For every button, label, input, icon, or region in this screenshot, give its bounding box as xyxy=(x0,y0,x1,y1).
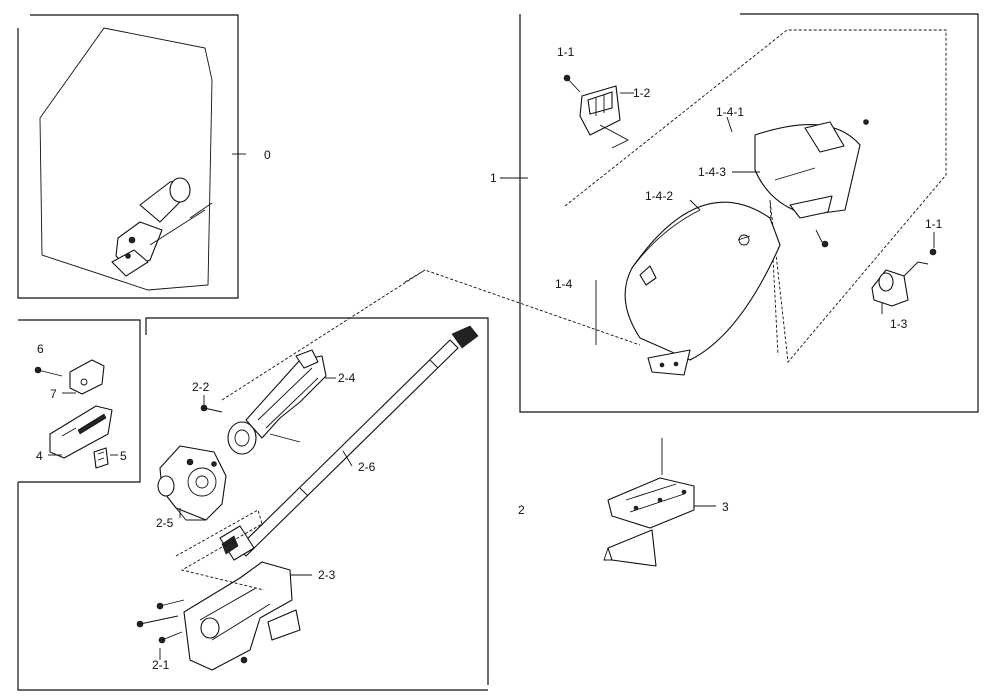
callout-4: 4 xyxy=(36,449,43,463)
callout-7: 7 xyxy=(50,387,57,401)
cabinet-outline xyxy=(39,27,213,291)
callout-6: 6 xyxy=(37,342,44,356)
drum-envelope-box xyxy=(564,29,947,364)
callout-1-4-1: 1-4-1 xyxy=(716,105,744,119)
blower-housing-2-4 xyxy=(227,349,327,455)
callout-1-2: 1-2 xyxy=(633,86,651,100)
connector-dashed-line-2 xyxy=(221,269,426,401)
callout-1-3: 1-3 xyxy=(890,317,908,331)
callout-1-1-top: 1-1 xyxy=(557,45,575,59)
bracket-subgroup xyxy=(18,319,141,483)
callout-2-1: 2-1 xyxy=(152,658,170,672)
callout-0: 0 xyxy=(264,148,271,162)
callout-5: 5 xyxy=(120,449,127,463)
callout-1-1-right: 1-1 xyxy=(925,217,943,231)
callout-labels: 0 1 1-1 1-2 1-4-1 1-4-3 1-4-2 1-4 1-1 1-… xyxy=(36,45,943,672)
callout-2-4: 2-4 xyxy=(338,371,356,385)
frame-group-0 xyxy=(17,14,239,299)
part-5 xyxy=(93,447,109,469)
callout-1-4: 1-4 xyxy=(555,277,573,291)
callout-3: 3 xyxy=(722,500,729,514)
motor-shaft-2-6 xyxy=(219,325,479,561)
callout-1-4-2: 1-4-2 xyxy=(645,189,673,203)
drum-back-panel xyxy=(754,119,869,248)
bracket-3 xyxy=(607,477,695,529)
clip-7 xyxy=(69,359,105,395)
motor-2-5 xyxy=(157,445,227,521)
bracket-1-2 xyxy=(563,74,629,149)
assembled-motor-unit xyxy=(111,177,213,277)
drum-shell xyxy=(624,201,781,376)
frame-group-2-inner xyxy=(145,317,489,685)
connector-dashed-line xyxy=(404,269,641,346)
callout-2-5: 2-5 xyxy=(156,516,174,530)
callout-2-6: 2-6 xyxy=(358,460,376,474)
frame-group-2-outer xyxy=(17,482,488,691)
callout-2-2: 2-2 xyxy=(192,380,210,394)
guide-dashed-lines xyxy=(175,509,265,591)
motor-base-2-3 xyxy=(136,561,301,671)
frame-group-1 xyxy=(519,13,979,413)
bracket-3-group xyxy=(603,438,716,567)
callout-2: 2 xyxy=(518,503,525,517)
callout-1-4-3: 1-4-3 xyxy=(698,165,726,179)
assembly-0-group xyxy=(17,14,246,299)
drum-assembly-1-group xyxy=(500,13,979,413)
motor-assembly-2-group xyxy=(17,317,489,691)
roller-bracket-1-3 xyxy=(871,248,937,307)
callout-1: 1 xyxy=(490,171,497,185)
frame-bracket-subgroup xyxy=(18,319,141,483)
callout-2-3: 2-3 xyxy=(318,568,336,582)
